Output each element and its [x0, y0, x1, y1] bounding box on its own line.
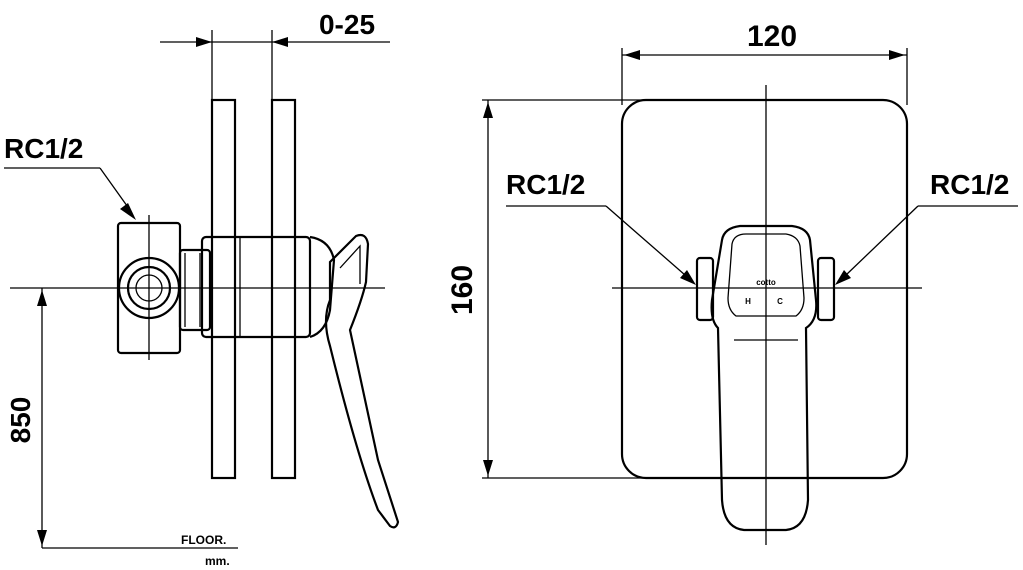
wall-plate-inner — [270, 98, 297, 480]
front-left-inlet-callout: RC1/2 — [506, 169, 696, 285]
width-dimension: 120 — [621, 20, 908, 105]
floor-reference: FLOOR. mm. — [42, 533, 238, 568]
height-label: 160 — [446, 265, 479, 315]
lever-handle-front[interactable]: cotto H C — [710, 224, 818, 532]
cold-indicator: C — [777, 297, 783, 306]
side-inlet-thread-label: RC1/2 — [4, 133, 83, 164]
right-inlet-stub — [816, 256, 836, 322]
side-view: 0-25 RC1/2 — [4, 9, 400, 568]
brand-logo: cotto — [756, 278, 776, 287]
mount-height-dimension: 850 — [5, 288, 47, 548]
floor-label: FLOOR. — [181, 533, 226, 547]
floor-unit-label: mm. — [205, 554, 230, 568]
mount-height-label: 850 — [5, 397, 36, 444]
width-label: 120 — [747, 20, 797, 53]
wall-range-label: 0-25 — [319, 9, 375, 40]
height-dimension: 160 — [446, 99, 650, 479]
front-view: 120 160 cotto H C RC1/2 — [446, 20, 1018, 545]
side-inlet-callout: RC1/2 — [4, 133, 136, 220]
front-left-thread-label: RC1/2 — [506, 169, 585, 200]
wall-range-dimension: 0-25 — [160, 9, 390, 47]
valve-cartridge — [200, 235, 336, 339]
hot-indicator: H — [745, 297, 751, 306]
front-right-inlet-callout: RC1/2 — [835, 169, 1018, 285]
wall-plate-outer — [210, 98, 237, 480]
front-right-thread-label: RC1/2 — [930, 169, 1009, 200]
lever-handle-side[interactable] — [324, 233, 400, 529]
cover-plate — [620, 98, 909, 480]
